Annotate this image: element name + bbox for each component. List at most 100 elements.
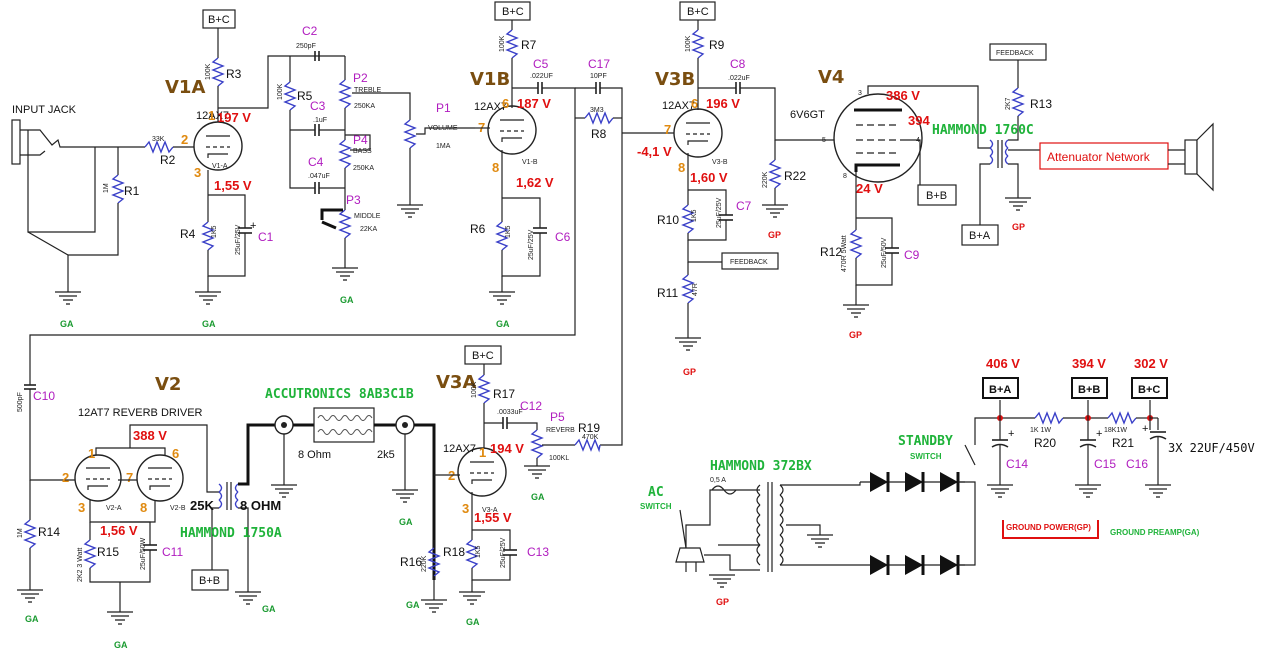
v3a-tube bbox=[457, 447, 507, 497]
power-transformer-secondary bbox=[779, 484, 784, 566]
svg-text:R1: R1 bbox=[124, 184, 140, 198]
r10-resistor bbox=[681, 204, 695, 234]
ground-symbol bbox=[54, 291, 82, 305]
r18-resistor bbox=[465, 539, 479, 569]
r6-resistor bbox=[495, 221, 509, 251]
ground-symbol bbox=[488, 291, 516, 305]
svg-text:R22: R22 bbox=[784, 169, 806, 183]
svg-text:388 V: 388 V bbox=[133, 428, 167, 443]
feedback-box bbox=[721, 252, 779, 270]
svg-text:0,5 A: 0,5 A bbox=[710, 477, 726, 484]
svg-text:100KL: 100KL bbox=[549, 455, 569, 462]
svg-text:GA: GA bbox=[60, 319, 74, 329]
svg-text:P3: P3 bbox=[346, 193, 361, 207]
ground-symbol bbox=[396, 204, 424, 218]
input-jack-label: INPUT JACK bbox=[12, 104, 77, 116]
svg-text:B+B: B+B bbox=[926, 190, 947, 202]
svg-text:2K2 3 Watt: 2K2 3 Watt bbox=[77, 548, 84, 582]
svg-text:V2: V2 bbox=[155, 374, 181, 395]
svg-text:302 V: 302 V bbox=[1134, 356, 1168, 371]
svg-text:12AX7: 12AX7 bbox=[443, 443, 476, 455]
svg-text:220K: 220K bbox=[762, 171, 769, 188]
svg-text:C16: C16 bbox=[1126, 457, 1148, 471]
svg-text:V3A: V3A bbox=[436, 372, 476, 393]
svg-text:12AX7: 12AX7 bbox=[474, 101, 507, 113]
ground-symbol bbox=[523, 465, 551, 479]
ground-symbol bbox=[458, 591, 486, 605]
r3-resistor bbox=[211, 57, 225, 87]
svg-text:22KA: 22KA bbox=[360, 226, 377, 233]
svg-text:B+B: B+B bbox=[1078, 384, 1100, 396]
svg-text:C9: C9 bbox=[904, 248, 920, 262]
svg-text:1,55 V: 1,55 V bbox=[474, 510, 512, 525]
svg-text:C8: C8 bbox=[730, 57, 746, 71]
svg-text:.047uF: .047uF bbox=[308, 173, 330, 180]
svg-text:V2-A: V2-A bbox=[106, 505, 122, 512]
svg-text:12AX7: 12AX7 bbox=[196, 110, 229, 122]
speaker bbox=[1184, 139, 1198, 175]
supply-box-bb bbox=[917, 184, 957, 206]
ground-symbol bbox=[1074, 484, 1102, 498]
svg-text:GA: GA bbox=[406, 600, 420, 610]
svg-text:.022UF: .022UF bbox=[530, 73, 553, 80]
svg-text:GA: GA bbox=[202, 319, 216, 329]
svg-text:1: 1 bbox=[479, 445, 486, 460]
svg-text:1M: 1M bbox=[17, 528, 24, 538]
svg-text:.022uF: .022uF bbox=[728, 75, 750, 82]
svg-text:10PF: 10PF bbox=[590, 73, 607, 80]
svg-text:500pF: 500pF bbox=[17, 392, 24, 412]
svg-text:SWITCH: SWITCH bbox=[640, 502, 672, 511]
svg-text:6V6GT: 6V6GT bbox=[790, 109, 825, 121]
svg-text:7: 7 bbox=[126, 470, 133, 485]
svg-text:B+C: B+C bbox=[208, 14, 230, 26]
p5-reverb-pot bbox=[530, 429, 544, 459]
supply-box-ba bbox=[961, 224, 999, 246]
svg-text:V3-A: V3-A bbox=[482, 507, 498, 514]
svg-text:GROUND PREAMP(GA): GROUND PREAMP(GA) bbox=[1110, 528, 1200, 537]
reverb-tank bbox=[313, 407, 375, 443]
output-transformer-secondary bbox=[1004, 139, 1009, 165]
svg-text:470K: 470K bbox=[582, 434, 599, 441]
svg-text:25uF/25V: 25uF/25V bbox=[528, 229, 535, 260]
svg-text:6: 6 bbox=[691, 96, 698, 111]
svg-text:SWITCH: SWITCH bbox=[910, 452, 942, 461]
svg-text:HAMMOND 1760C: HAMMOND 1760C bbox=[932, 123, 1034, 138]
svg-text:C17: C17 bbox=[588, 57, 610, 71]
ac-plug bbox=[675, 547, 705, 563]
svg-text:B+A: B+A bbox=[989, 384, 1011, 396]
svg-text:C11: C11 bbox=[162, 545, 183, 559]
svg-text:C5: C5 bbox=[533, 57, 549, 71]
svg-text:8 Ohm: 8 Ohm bbox=[298, 449, 331, 461]
svg-text:8: 8 bbox=[843, 173, 847, 180]
reverb-transformer-primary bbox=[218, 483, 223, 509]
svg-text:47R: 47R bbox=[692, 283, 699, 296]
svg-text:C10: C10 bbox=[33, 389, 55, 403]
svg-text:C2: C2 bbox=[302, 24, 318, 38]
svg-text:1: 1 bbox=[208, 108, 215, 123]
input-jack bbox=[11, 119, 21, 165]
svg-text:3: 3 bbox=[194, 165, 201, 180]
standby-switch bbox=[964, 444, 976, 466]
svg-text:8: 8 bbox=[678, 160, 685, 175]
svg-text:C3: C3 bbox=[310, 99, 326, 113]
output-transformer-primary bbox=[989, 139, 994, 165]
svg-text:GA: GA bbox=[25, 614, 39, 624]
svg-text:R21: R21 bbox=[1112, 436, 1134, 450]
svg-text:3M3: 3M3 bbox=[590, 107, 604, 114]
supply-box-bc bbox=[202, 9, 236, 29]
svg-text:GA: GA bbox=[399, 517, 413, 527]
svg-text:100K: 100K bbox=[205, 63, 212, 80]
svg-text:GP: GP bbox=[1012, 222, 1025, 232]
svg-text:GA: GA bbox=[466, 617, 480, 627]
p2-treble-pot bbox=[338, 79, 352, 109]
r16-resistor bbox=[427, 547, 441, 577]
svg-text:C4: C4 bbox=[308, 155, 324, 169]
svg-text:8: 8 bbox=[140, 500, 147, 515]
svg-text:Attenuator Network: Attenuator Network bbox=[1047, 150, 1151, 164]
svg-text:.0033uF: .0033uF bbox=[497, 409, 523, 416]
svg-text:1MA: 1MA bbox=[436, 143, 451, 150]
v1b-tube bbox=[487, 105, 537, 155]
svg-text:25K: 25K bbox=[190, 498, 214, 513]
svg-text:R3: R3 bbox=[226, 67, 242, 81]
r22-resistor bbox=[768, 159, 782, 189]
